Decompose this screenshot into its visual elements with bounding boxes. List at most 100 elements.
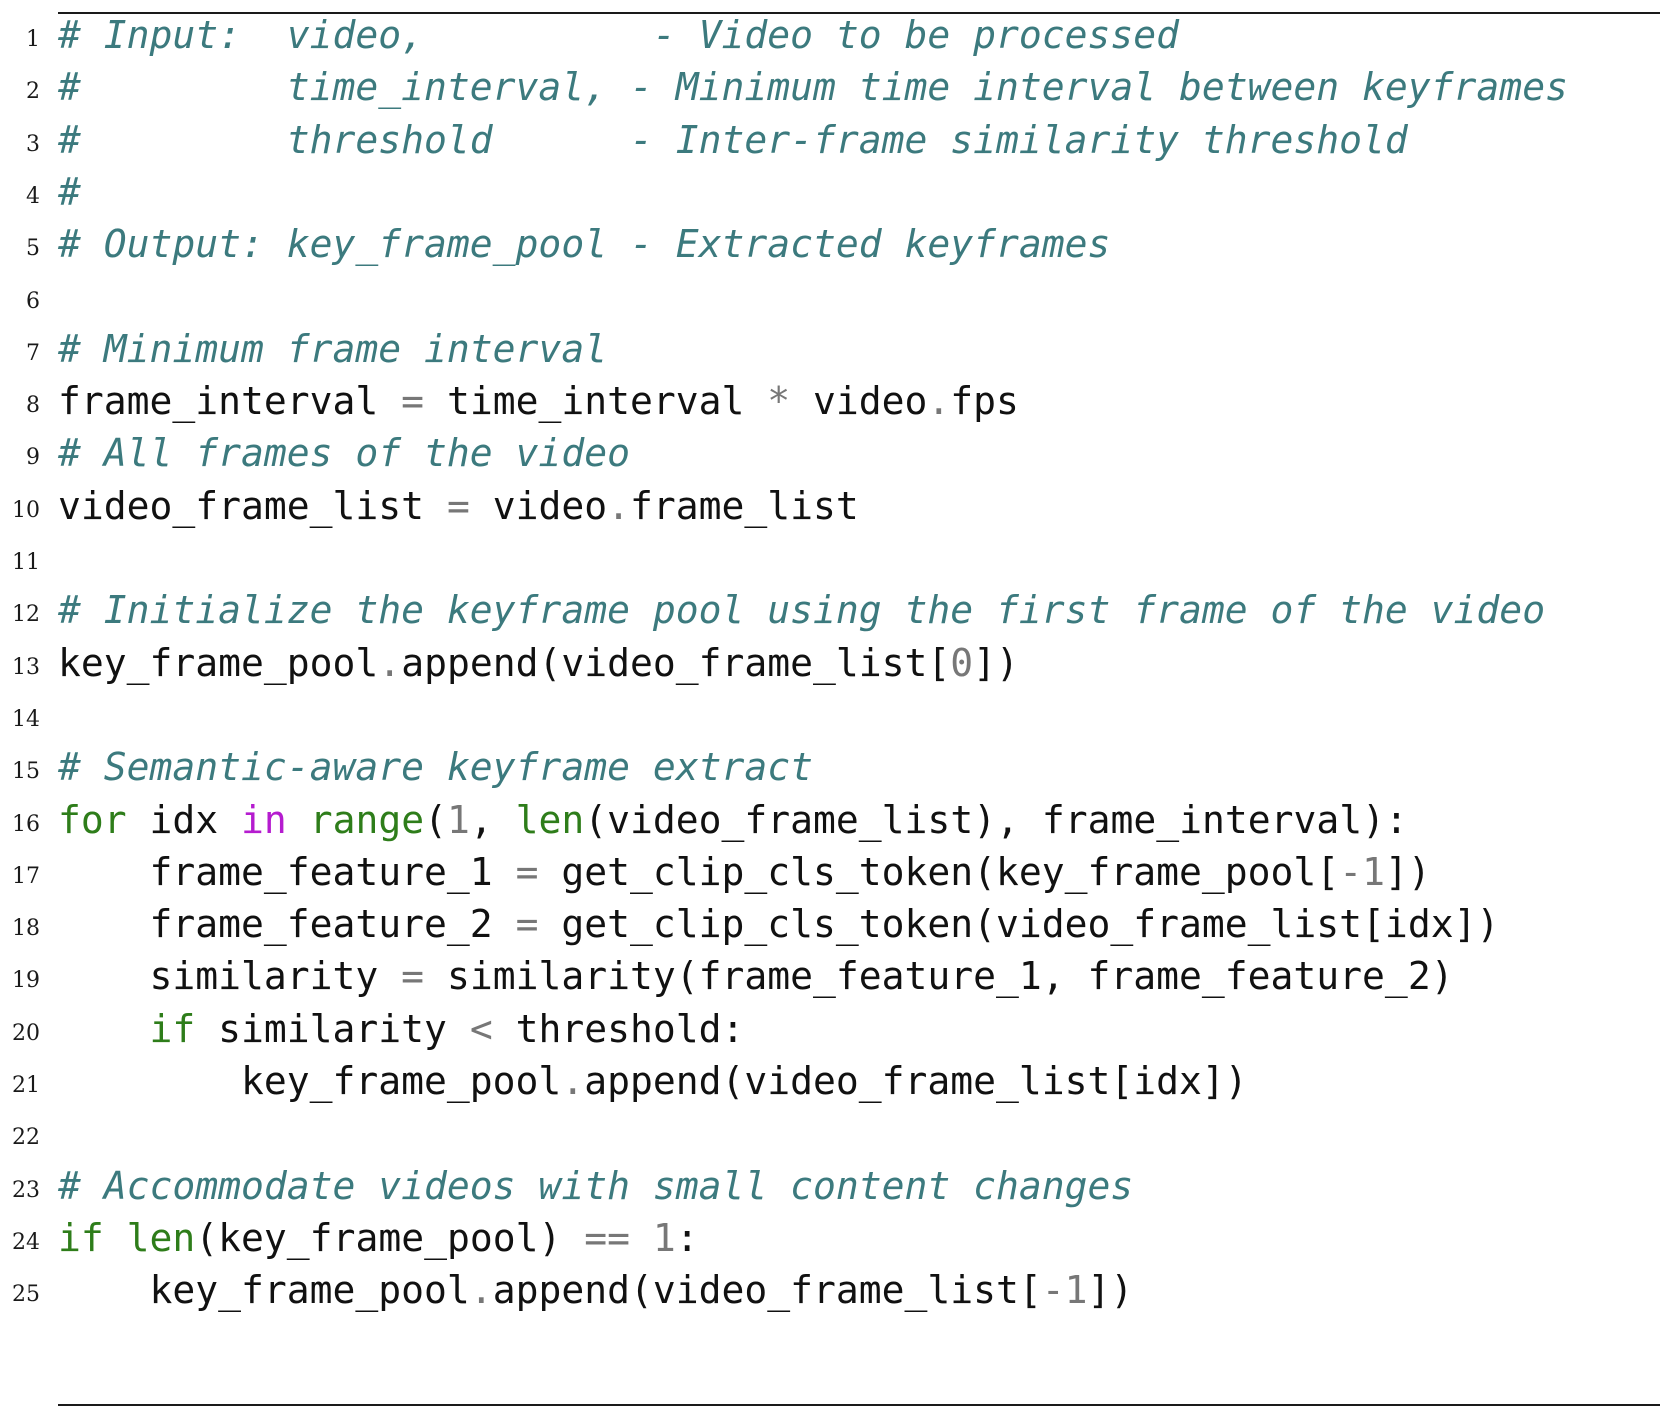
line-number: 3: [26, 131, 40, 157]
code-token: for: [58, 797, 127, 842]
code-line: 6: [0, 268, 1660, 324]
code-line: 18 frame_feature_2 = get_clip_cls_token(…: [0, 895, 1660, 951]
line-number: 18: [12, 916, 40, 942]
code-token: ]): [1087, 1268, 1134, 1313]
code-line: 9 # All frames of the video: [0, 424, 1660, 480]
code-text: # Semantic-aware keyframe extract: [58, 748, 813, 786]
code-token: fps: [950, 379, 1019, 424]
code-token: range: [309, 797, 425, 842]
line-number: 25: [12, 1282, 40, 1308]
code-token: -1: [1339, 849, 1385, 894]
line-number: 7: [26, 340, 40, 366]
line-number: 24: [12, 1229, 40, 1255]
code-token: .: [378, 640, 402, 685]
code-token: =: [401, 954, 425, 999]
code-text: key_frame_pool.append(video_frame_list[-…: [58, 1268, 1134, 1313]
code-line: 11: [0, 529, 1660, 585]
code-token: 0: [950, 640, 974, 685]
code-token: :: [675, 1215, 699, 1260]
code-line: 13 key_frame_pool.append(video_frame_list…: [0, 634, 1660, 690]
code-comment: # Initialize the keyframe pool using the…: [58, 588, 1546, 633]
code-line: 8 frame_interval = time_interval * video.…: [0, 372, 1660, 428]
code-text: for idx in range(1, len(video_frame_list…: [58, 801, 1408, 839]
code-token: (key_frame_pool): [195, 1215, 585, 1260]
code-token: threshold:: [492, 1006, 745, 1051]
line-number: 14: [12, 706, 40, 732]
code-token: *: [767, 379, 791, 424]
line-number: 13: [12, 654, 40, 680]
code-text: key_frame_pool.append(video_frame_list[0…: [58, 644, 1019, 682]
code-token: ,: [469, 797, 516, 842]
code-token: idx: [126, 797, 242, 842]
code-comment: # threshold - Inter-frame similarity thr…: [58, 117, 1408, 162]
code-token: key_frame_pool: [58, 1268, 470, 1313]
code-token: [287, 798, 310, 842]
code-line: 3 # threshold - Inter-frame similarity th…: [0, 111, 1660, 167]
code-token: =: [515, 849, 539, 894]
code-token: video: [469, 483, 608, 528]
line-number: 6: [26, 288, 40, 314]
line-number: 12: [12, 602, 40, 628]
code-line: 25 key_frame_pool.append(video_frame_lis…: [0, 1261, 1660, 1317]
code-comment: # Accommodate videos with small content …: [58, 1163, 1134, 1208]
code-token: get_clip_cls_token(key_frame_pool[: [538, 849, 1340, 894]
code-text: video_frame_list = video.frame_list: [58, 487, 859, 525]
line-number: 10: [12, 497, 40, 523]
code-token: frame_feature_1: [58, 849, 516, 894]
line-number: 2: [26, 79, 40, 105]
code-token: frame_list: [630, 483, 859, 528]
line-number: 19: [12, 968, 40, 994]
code-token: [630, 1216, 653, 1260]
code-line: 22: [0, 1104, 1660, 1160]
code-token: append(video_frame_list[: [401, 640, 951, 685]
line-number: 15: [12, 759, 40, 785]
code-token: if: [149, 1006, 196, 1051]
code-token: len: [515, 797, 585, 842]
code-token: =: [446, 483, 470, 528]
code-text: # Output: key_frame_pool - Extracted key…: [58, 225, 1110, 263]
code-token: (: [424, 797, 447, 842]
code-token: .: [469, 1268, 493, 1313]
code-token: 1: [446, 797, 470, 842]
code-token: .: [607, 483, 630, 528]
code-token: similarity(frame_feature_1, frame_featur…: [424, 954, 1454, 999]
code-token: len: [126, 1215, 196, 1260]
code-token: =: [401, 379, 425, 424]
code-token: get_clip_cls_token(video_frame_list[idx]…: [538, 902, 1500, 947]
code-text: # Accommodate videos with small content …: [58, 1167, 1133, 1205]
code-line: 15 # Semantic-aware keyframe extract: [0, 738, 1660, 794]
code-comment: #: [58, 169, 81, 214]
code-token: [58, 1007, 150, 1051]
code-token: -1: [1041, 1268, 1088, 1313]
line-number: 8: [26, 393, 40, 419]
code-text: frame_interval = time_interval * video.f…: [58, 382, 1019, 420]
bottom-rule: [58, 1404, 1660, 1406]
code-token: in: [241, 797, 287, 842]
code-line: 21 key_frame_pool.append(video_frame_lis…: [0, 1052, 1660, 1108]
code-comment: # All frames of the video: [58, 431, 630, 476]
line-number: 1: [26, 27, 40, 52]
code-text: # Minimum frame interval: [58, 330, 607, 368]
code-line: 10 video_frame_list = video.frame_list: [0, 477, 1660, 533]
code-line: 1 # Input: video, - Video to be processed: [0, 6, 1660, 62]
code-token: 1: [652, 1215, 676, 1260]
code-line: 17 frame_feature_1 = get_clip_cls_token(…: [0, 843, 1660, 899]
code-token: (video_frame_list), frame_interval):: [584, 797, 1408, 842]
code-token: key_frame_pool: [58, 1059, 562, 1103]
code-comment: # Input: video, - Video to be processed: [58, 13, 1180, 57]
code-text: frame_feature_2 = get_clip_cls_token(vid…: [58, 902, 1500, 947]
code-token: similarity: [58, 954, 402, 999]
code-comment: # Minimum frame interval: [58, 326, 608, 371]
line-number: 22: [12, 1125, 40, 1151]
code-token: frame_interval: [58, 379, 402, 424]
code-text: if similarity < threshold:: [58, 1006, 745, 1051]
line-number: 20: [12, 1020, 40, 1046]
line-number: 17: [12, 863, 40, 889]
line-number: 9: [26, 445, 40, 471]
code-token: [104, 1216, 127, 1260]
code-text: frame_feature_1 = get_clip_cls_token(key…: [58, 853, 1431, 891]
code-line: 19 similarity = similarity(frame_feature…: [0, 947, 1660, 1003]
code-line: 12 # Initialize the keyframe pool using t…: [0, 581, 1660, 637]
